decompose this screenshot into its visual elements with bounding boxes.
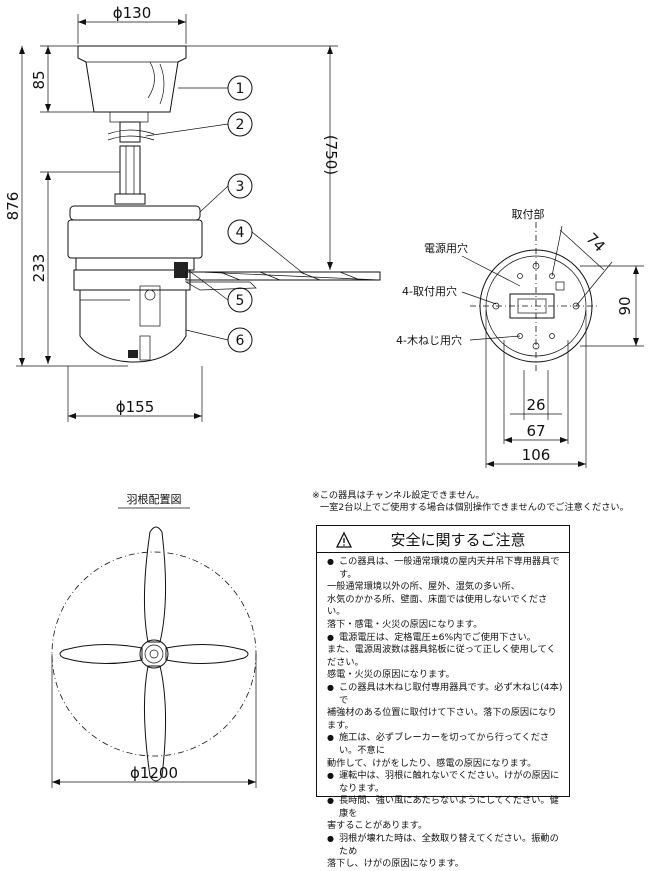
safety-item-line: 一般通常環境以外の所、屋外、湿気の多い所、: [327, 581, 520, 593]
safety-item-line: 補強材のある位置に取付けて下さい。落下の原因になります。: [327, 707, 557, 731]
dim-mount-74: 74: [582, 229, 608, 255]
note-line-1: ※この器具はチャンネル設定できません。: [312, 490, 485, 501]
safety-item-line: 水気のかかる所、壁面、床面では使用しないでください。: [327, 593, 548, 618]
dim-body-width: ϕ155: [116, 398, 155, 416]
dim-overall-height: 876: [4, 192, 22, 221]
safety-item-line: 落下し、けがの原因になります。: [327, 858, 464, 870]
callout-2: 2: [145, 111, 253, 137]
safety-item: この器具は木ねじ取付専用器具です。必ず木ねじ(4本)で: [327, 682, 563, 707]
callout-4: 4: [227, 219, 305, 275]
safety-item-line: 落下・感電・火災の原因になります。: [327, 618, 483, 630]
dim-body-height: 233: [30, 254, 48, 283]
callout-3: 3: [199, 173, 253, 213]
callout-1: 1: [178, 75, 253, 101]
label-power-hole: 電源用穴: [424, 241, 468, 255]
svg-text:6: 6: [236, 333, 245, 349]
dim-blade-span: ϕ1200: [130, 764, 178, 782]
blade-layout-view: 羽根配置図 ϕ1200: [51, 492, 257, 788]
warning-icon: [335, 531, 353, 548]
label-mount-holes: 4-取付用穴: [402, 284, 457, 298]
mount-title: 取付部: [512, 207, 545, 221]
fan-side-view: ϕ130 87: [4, 4, 381, 422]
svg-text:3: 3: [236, 179, 245, 195]
blade-layout-title: 羽根配置図: [127, 492, 182, 506]
dim-mount-90: 90: [616, 296, 634, 315]
label-screw-holes: 4-木ねじ用穴: [396, 333, 462, 347]
dim-top-width: ϕ130: [113, 4, 152, 22]
dim-mount-106: 106: [522, 446, 551, 464]
note-line-2: 一室2台以上でご使用する場合は個別操作できませんのでご注意ください。: [320, 502, 629, 513]
dim-mount-67: 67: [526, 422, 545, 440]
callout-5: 5: [187, 269, 253, 313]
safety-item: 長時間、強い風にあたらないようにしてください。健康を: [327, 795, 563, 820]
mount-view: 取付部 電源用穴 4-取付用穴 4-木ねじ用穴 74 90: [396, 207, 644, 468]
safety-header: 安全に関するご注意: [317, 526, 569, 553]
safety-item: この器具は、一般通常環境の屋内天井吊下専用器具です。: [327, 556, 563, 581]
dim-pipe-length: (750): [322, 135, 340, 175]
safety-title: 安全に関するご注意: [390, 530, 526, 549]
svg-text:2: 2: [236, 117, 245, 133]
technical-drawing: ϕ130 87: [4, 4, 644, 788]
safety-item-line: 害することがあります。: [327, 820, 428, 832]
safety-list: この器具は、一般通常環境の屋内天井吊下専用器具です。 一般通常環境以外の所、屋外…: [317, 553, 569, 871]
safety-item: 羽根が壊れた時は、全数取り替えてください。振動のため: [327, 833, 563, 858]
channel-notes: ※この器具はチャンネル設定できません。 一室2台以上でご使用する場合は個別操作で…: [312, 490, 629, 514]
svg-text:4: 4: [236, 225, 245, 241]
safety-notice-box: 安全に関するご注意 この器具は、一般通常環境の屋内天井吊下専用器具です。 一般通…: [316, 525, 570, 869]
svg-text:1: 1: [236, 81, 245, 97]
dim-motor-height: 85: [30, 70, 48, 89]
safety-item: 施工は、必ずブレーカーを切ってから行ってください。不意に: [327, 732, 563, 757]
callout-6: 6: [185, 327, 253, 353]
dim-mount-26: 26: [526, 396, 545, 414]
safety-item-line: 感電・火災の原因になります。: [327, 669, 455, 681]
safety-item: 運転中は、羽根に触れないでください。けがの原因になります。: [327, 770, 563, 795]
safety-item-line: 動作して、けがをしたり、感電の原因になります。: [327, 757, 537, 769]
safety-item: 電源電圧は、定格電圧±6%内でご使用下さい。: [327, 632, 563, 645]
safety-item-line: また、電源周波数は器具銘板に従って正しく使用してください。: [327, 644, 556, 668]
svg-text:5: 5: [236, 293, 245, 309]
